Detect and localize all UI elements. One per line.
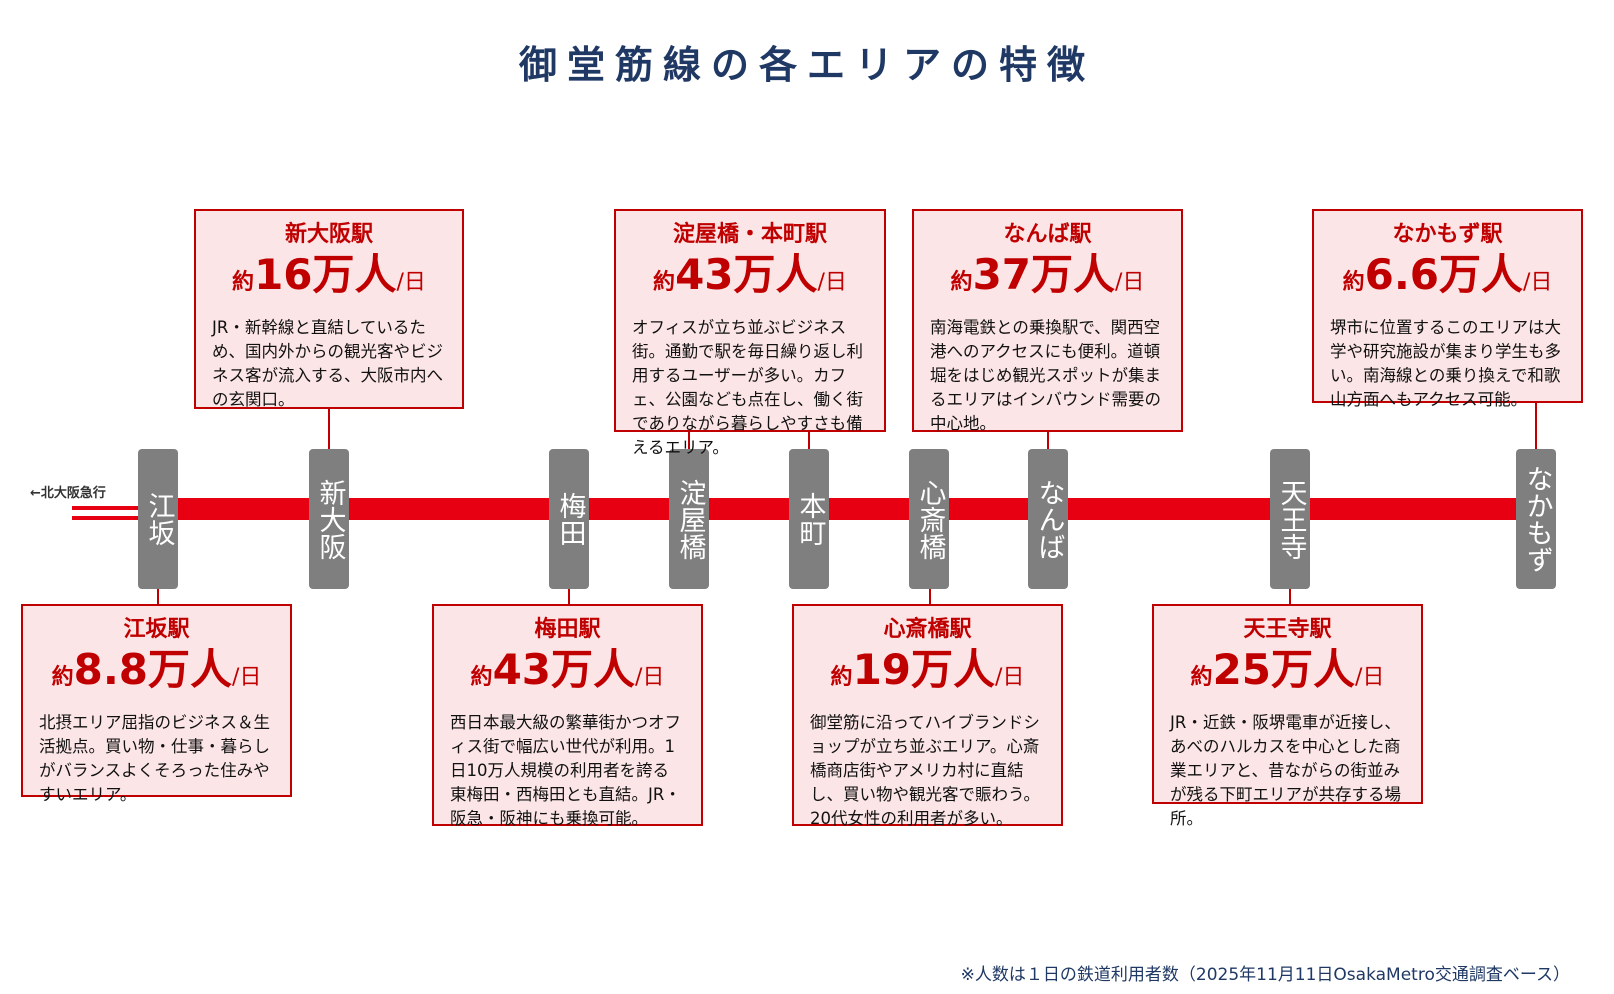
connector-shin-osaka: [328, 408, 330, 449]
area-card-esaka: 江坂駅 約8.8万人/日 北摂エリア屈指のビジネス＆生活拠点。買い物・仕事・暮ら…: [21, 604, 292, 804]
area-name: 天王寺駅: [1243, 617, 1332, 642]
area-name: なんば駅: [1003, 222, 1092, 247]
station-yodoyabashi: 淀屋橋: [669, 449, 709, 589]
ridership-prefix: 約: [232, 270, 255, 295]
area-card-nakamozu: なかもず駅 約6.6万人/日 堺市に位置するこのエリアは大学や研究施設が集まり学…: [1312, 209, 1583, 409]
connector-nakamozu: [1535, 402, 1537, 449]
connector-umeda: [568, 589, 570, 605]
area-card-shinsaibashi: 心斎橋駅 約19万人/日 御堂筋に沿ってハイブランドショップが立ち並ぶエリア。心…: [792, 604, 1063, 828]
area-description: オフィスが立ち並ぶビジネス街。通勤で駅を毎日繰り返し利用するユーザーが多い。カフ…: [632, 318, 863, 457]
connector-hommachi: [808, 431, 810, 449]
ridership: 約43万人/日: [450, 646, 685, 703]
page-title: 御堂筋線の各エリアの特徴: [518, 43, 1095, 87]
direction-label: ←北大阪急行: [30, 486, 106, 501]
ridership: 約37万人/日: [930, 251, 1165, 308]
ridership: 約8.8万人/日: [39, 646, 274, 703]
ridership: 約16万人/日: [212, 251, 446, 308]
area-card-shin-osaka: 新大阪駅 約16万人/日 JR・新幹線と直結しているため、国内外からの観光客やビ…: [194, 209, 464, 409]
ridership-unit: /日: [232, 665, 262, 690]
area-description: JR・近鉄・阪堺電車が近接し、あべのハルカスを中心とした商業エリアと、昔ながらの…: [1170, 713, 1401, 828]
area-description: 堺市に位置するこのエリアは大学や研究施設が集まり学生も多い。南海線との乗り換えで…: [1330, 318, 1561, 409]
ridership-value: 43万人: [675, 250, 818, 299]
ridership-unit: /日: [396, 270, 426, 295]
connector-namba: [1047, 431, 1049, 449]
ridership-unit: /日: [817, 270, 847, 295]
ridership: 約43万人/日: [632, 251, 868, 308]
area-name: 新大阪駅: [284, 222, 373, 247]
ridership-value: 43万人: [492, 645, 636, 694]
ridership-value: 6.6万人: [1364, 250, 1523, 299]
line-track: [170, 498, 1520, 520]
station-shin-osaka: 新大阪: [309, 449, 349, 589]
area-name: なかもず駅: [1392, 222, 1503, 247]
ridership-unit: /日: [1115, 270, 1145, 295]
ridership: 約6.6万人/日: [1330, 251, 1565, 308]
connector-shinsaibashi: [929, 589, 931, 605]
ridership-prefix: 約: [1342, 270, 1365, 295]
area-description: 南海電鉄との乗換駅で、関西空港へのアクセスにも便利。道頓堀をはじめ観光スポットが…: [930, 318, 1161, 433]
footnote: ※人数は１日の鉄道利用者数（2025年11月11日OsakaMetro交通調査ベ…: [960, 965, 1570, 985]
connector-yodoyabashi: [688, 431, 690, 449]
area-description: 御堂筋に沿ってハイブランドショップが立ち並ぶエリア。心斎橋商店街やアメリカ村に直…: [810, 713, 1041, 828]
station-shinsaibashi: 心斎橋: [909, 449, 949, 589]
ridership-prefix: 約: [51, 665, 74, 690]
ridership-value: 8.8万人: [73, 645, 232, 694]
line-stub-upper: [72, 506, 152, 510]
ridership-prefix: 約: [950, 270, 973, 295]
area-name: 江坂駅: [123, 617, 190, 642]
station-tennoji: 天王寺: [1270, 449, 1310, 589]
ridership-unit: /日: [1523, 270, 1553, 295]
ridership-prefix: 約: [1190, 665, 1213, 690]
station-esaka: 江坂: [138, 449, 178, 589]
ridership-unit: /日: [995, 665, 1025, 690]
connector-esaka: [157, 589, 159, 605]
area-name: 梅田駅: [534, 617, 601, 642]
station-nakamozu: なかもず: [1516, 449, 1556, 589]
area-card-umeda: 梅田駅 約43万人/日 西日本最大級の繁華街かつオフィス街で幅広い世代が利用。1…: [432, 604, 703, 828]
station-namba: なんば: [1028, 449, 1068, 589]
ridership-unit: /日: [1355, 665, 1385, 690]
area-card-tennoji: 天王寺駅 約25万人/日 JR・近鉄・阪堺電車が近接し、あべのハルカスを中心とし…: [1152, 604, 1423, 828]
ridership-value: 19万人: [852, 645, 996, 694]
area-card-yodoyabashi-hommachi: 淀屋橋・本町駅 約43万人/日 オフィスが立ち並ぶビジネス街。通勤で駅を毎日繰り…: [614, 209, 886, 457]
area-name: 淀屋橋・本町駅: [672, 222, 827, 247]
line-stub-lower: [72, 516, 152, 520]
area-description: JR・新幹線と直結しているため、国内外からの観光客やビジネス客が流入する、大阪市…: [212, 318, 443, 409]
ridership: 約19万人/日: [810, 646, 1045, 703]
ridership-value: 16万人: [254, 250, 397, 299]
ridership: 約25万人/日: [1170, 646, 1405, 703]
ridership-prefix: 約: [653, 270, 676, 295]
ridership-prefix: 約: [830, 665, 853, 690]
station-hommachi: 本町: [789, 449, 829, 589]
connector-tennoji: [1289, 589, 1291, 605]
ridership-prefix: 約: [470, 665, 493, 690]
ridership-unit: /日: [635, 665, 665, 690]
area-card-namba: なんば駅 約37万人/日 南海電鉄との乗換駅で、関西空港へのアクセスにも便利。道…: [912, 209, 1183, 433]
area-description: 北摂エリア屈指のビジネス＆生活拠点。買い物・仕事・暮らしがバランスよくそろった住…: [39, 713, 270, 804]
ridership-value: 25万人: [1212, 645, 1356, 694]
station-umeda: 梅田: [549, 449, 589, 589]
ridership-value: 37万人: [972, 250, 1116, 299]
area-name: 心斎橋駅: [883, 617, 972, 642]
area-description: 西日本最大級の繁華街かつオフィス街で幅広い世代が利用。1日10万人規模の利用者を…: [450, 713, 681, 828]
